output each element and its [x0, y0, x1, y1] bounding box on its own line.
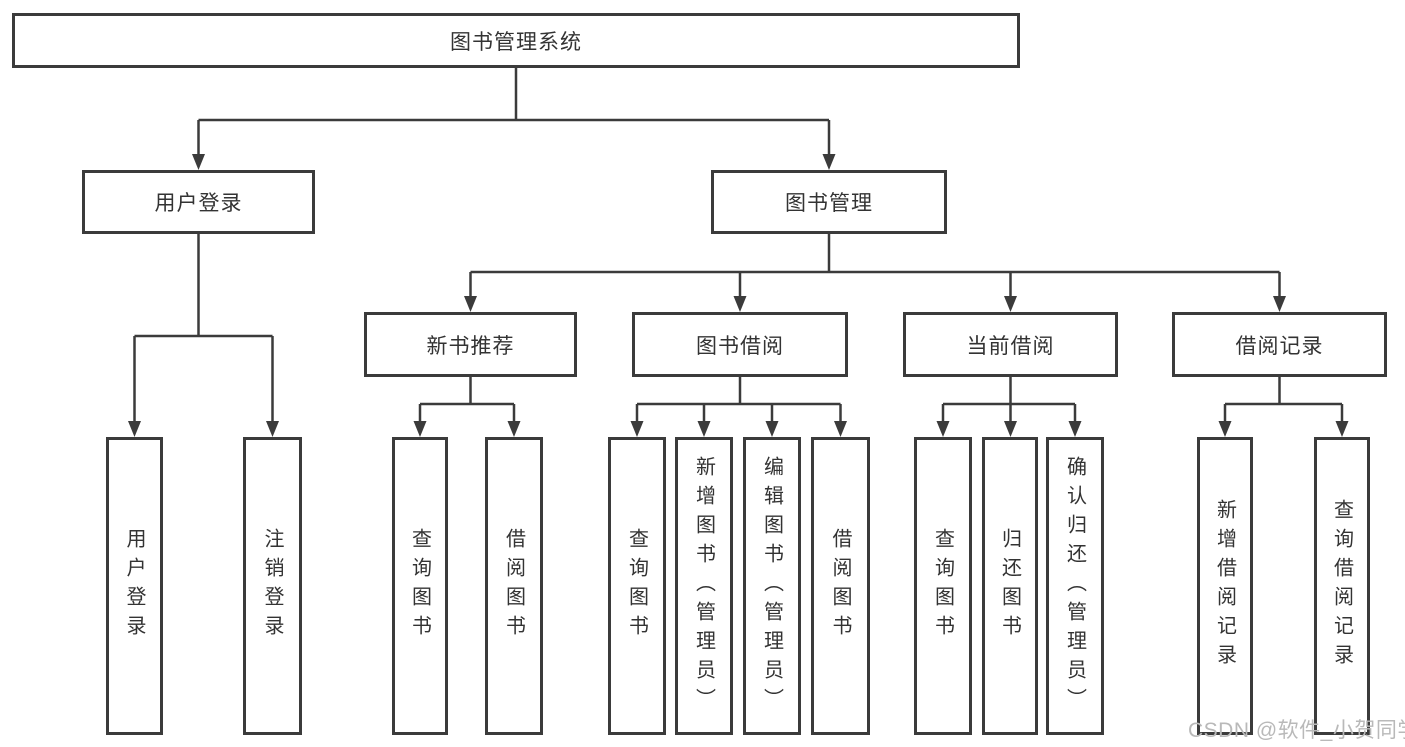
node-book-borrow: 图书借阅 — [632, 312, 848, 377]
node-book-management: 图书管理 — [711, 170, 947, 234]
leaf-borrow-book-1-label: 借阅图书 — [502, 528, 525, 644]
leaf-query-book-3-label: 查询图书 — [931, 528, 954, 644]
leaf-borrow-book-1: 借阅图书 — [485, 437, 543, 735]
leaf-edit-book-admin: 编辑图书（管理员） — [743, 437, 801, 735]
node-new-book-recommend: 新书推荐 — [364, 312, 577, 377]
leaf-add-borrow-record: 新增借阅记录 — [1197, 437, 1253, 735]
leaf-logout-label: 注销登录 — [261, 528, 283, 644]
leaf-logout: 注销登录 — [243, 437, 302, 735]
watermark: CSDN @软件_小贺同学 — [1188, 719, 1405, 742]
node-book-borrow-label: 图书借阅 — [696, 334, 784, 358]
connector-line — [133, 68, 1344, 424]
leaf-query-borrow-record-label: 查询借阅记录 — [1330, 499, 1353, 673]
node-user-login: 用户登录 — [82, 170, 315, 234]
node-root: 图书管理系统 — [12, 13, 1020, 68]
leaf-query-book-3: 查询图书 — [914, 437, 972, 735]
node-borrow-record: 借阅记录 — [1172, 312, 1387, 377]
node-new-book-recommend-label: 新书推荐 — [426, 334, 515, 358]
node-user-login-label: 用户登录 — [154, 192, 243, 215]
node-book-management-label: 图书管理 — [785, 192, 873, 215]
node-current-borrow-label: 当前借阅 — [966, 334, 1055, 358]
node-root-label: 图书管理系统 — [450, 30, 582, 54]
leaf-return-book: 归还图书 — [982, 437, 1038, 735]
leaf-user-login-label: 用户登录 — [123, 528, 145, 644]
leaf-query-book-2-label: 查询图书 — [625, 528, 648, 644]
leaf-confirm-return-admin-label: 确认归还（管理员） — [1063, 455, 1086, 717]
node-current-borrow: 当前借阅 — [903, 312, 1118, 377]
leaf-query-borrow-record: 查询借阅记录 — [1314, 437, 1370, 735]
leaf-add-borrow-record-label: 新增借阅记录 — [1213, 499, 1236, 673]
leaf-borrow-book-2-label: 借阅图书 — [829, 528, 851, 644]
node-borrow-record-label: 借阅记录 — [1235, 334, 1324, 358]
leaf-user-login: 用户登录 — [106, 437, 163, 735]
leaf-edit-book-admin-label: 编辑图书（管理员） — [760, 455, 783, 717]
leaf-query-book-1: 查询图书 — [392, 437, 448, 735]
leaf-add-book-admin-label: 新增图书（管理员） — [692, 455, 715, 717]
leaf-return-book-label: 归还图书 — [998, 528, 1021, 644]
leaf-query-book-2: 查询图书 — [608, 437, 666, 735]
leaf-confirm-return-admin: 确认归还（管理员） — [1046, 437, 1104, 735]
leaf-borrow-book-2: 借阅图书 — [811, 437, 870, 735]
leaf-query-book-1-label: 查询图书 — [408, 528, 431, 644]
leaf-add-book-admin: 新增图书（管理员） — [675, 437, 733, 735]
